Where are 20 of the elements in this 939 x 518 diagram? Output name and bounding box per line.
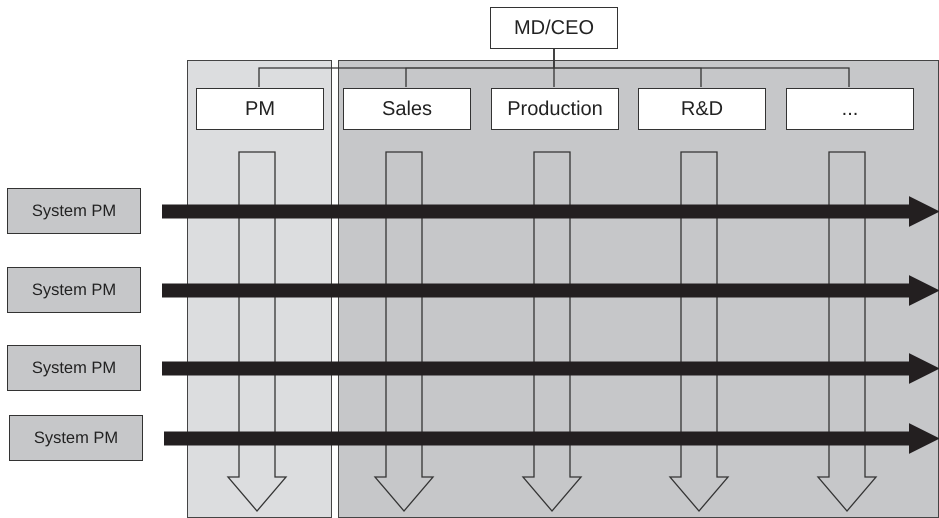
role-box: System PM [7,267,141,313]
org-box: Sales [343,88,471,130]
block-arrow [374,151,434,512]
role-box: System PM [7,188,141,234]
connector-line [553,49,850,87]
org-box: R&D [638,88,766,130]
org-box: Production [491,88,619,130]
org-box: PM [196,88,324,130]
process-arrow [162,275,939,306]
role-box: System PM [7,345,141,391]
org-box: ... [786,88,914,130]
block-arrow [522,151,582,512]
org-box: MD/CEO [490,7,618,49]
block-arrow [668,151,730,512]
process-arrow [162,353,939,384]
process-arrow [164,423,939,454]
role-box: System PM [9,415,143,461]
block-arrow [816,151,878,512]
block-arrow [226,151,288,512]
process-arrow [162,196,939,227]
